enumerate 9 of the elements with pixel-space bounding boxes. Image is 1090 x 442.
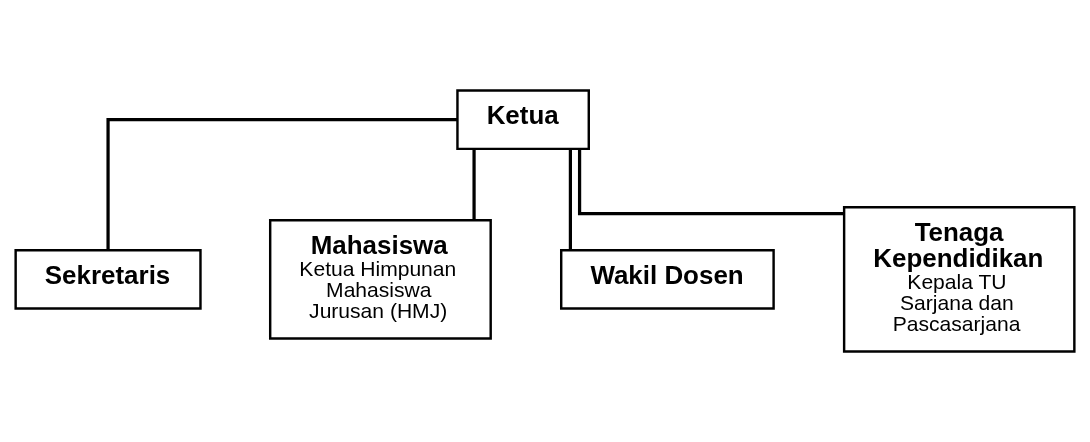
connector [106,118,458,251]
connector [472,148,476,220]
node-box: Ketua [456,89,590,151]
node-box: Mahasiswa Ketua Himpunan Mahasiswa Jurusan (HMJ) [268,218,492,340]
connector [577,148,844,216]
node-box: Sekretaris [14,248,202,310]
node-box: Tenaga Kependidikan Kepala TU Sarjana dan Pascasarjana [842,206,1076,353]
connector [568,148,573,250]
node-box: Wakil Dosen [560,248,775,310]
